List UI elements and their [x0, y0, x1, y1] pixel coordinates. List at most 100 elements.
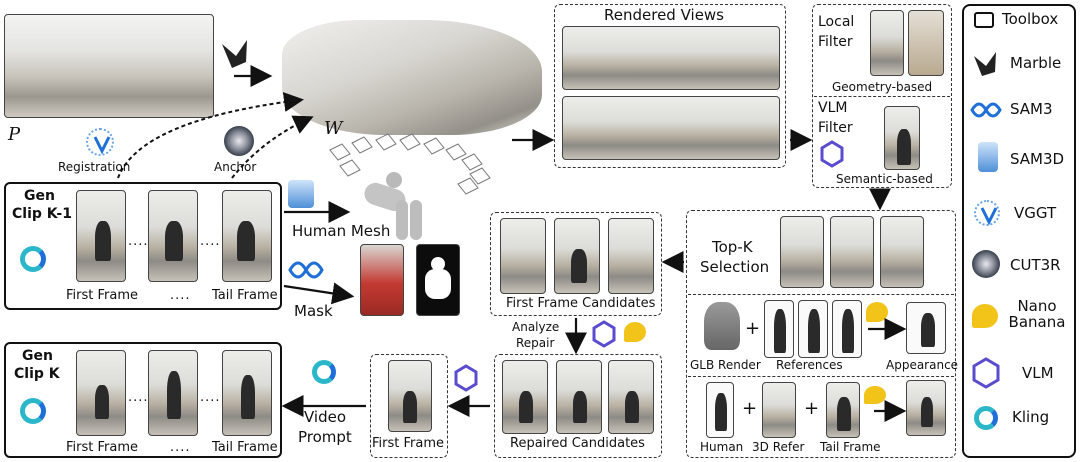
gen-clip-k-dots-c: .... — [170, 440, 191, 455]
reference-1 — [764, 300, 794, 358]
toolbox-item-vlm: VLM — [1022, 364, 1054, 382]
human-row-output-thumb — [906, 380, 946, 436]
world-label: W — [324, 118, 343, 139]
panorama-label: P — [8, 124, 21, 145]
vggt-icon — [86, 128, 114, 156]
reference-2 — [798, 300, 828, 358]
prompt-label: Prompt — [298, 428, 352, 446]
toolbox-item-sam3: SAM3 — [1010, 100, 1053, 118]
topk-title-2: Selection — [700, 258, 770, 276]
toolbox-item-marble: Marble — [1010, 54, 1062, 72]
toolbox-item-cut3r: CUT3R — [1010, 256, 1061, 274]
human-mesh-label: Human Mesh — [292, 222, 391, 240]
local-filter-thumb-1 — [870, 10, 904, 76]
local-filter-thumb-2 — [908, 10, 944, 76]
toolbox-item-kling: Kling — [1012, 408, 1050, 426]
vlm-filter-title-1: VLM — [818, 100, 848, 116]
toolbox-sam3d-icon — [978, 142, 998, 172]
gen-clip-k-frame-3 — [222, 350, 272, 436]
right-divider-1 — [688, 294, 954, 295]
mask-label: Mask — [294, 302, 333, 320]
human-mesh-figure — [356, 172, 426, 240]
repair-label: Repair — [516, 336, 555, 350]
plus-sign-3: + — [804, 398, 820, 419]
right-divider-2 — [688, 376, 954, 377]
banana-icon — [866, 302, 888, 322]
human-label: Human — [700, 440, 744, 454]
plus-sign-2: + — [742, 398, 758, 419]
filters-divider — [814, 96, 950, 97]
gen-clip-prev-frame-2 — [148, 190, 198, 282]
local-filter-title-2: Filter — [818, 34, 853, 50]
candidate-3 — [608, 218, 654, 294]
plus-sign-1: + — [745, 318, 761, 339]
rendered-views-panel — [554, 4, 786, 168]
gen-clip-k-frame-2 — [148, 350, 198, 436]
video-label: Video — [304, 408, 347, 426]
appearance-thumb — [906, 302, 946, 354]
vlm-filter-caption: Semantic-based — [836, 172, 933, 186]
gen-clip-k-frame-1 — [76, 350, 126, 436]
repaired-candidates-panel — [494, 354, 662, 458]
toolbox-item-vggt: VGGT — [1014, 204, 1057, 222]
anchor-label: Anchor — [214, 160, 257, 174]
kling-icon-3 — [20, 398, 46, 424]
gen-clip-prev-title-2: Clip K-1 — [12, 206, 72, 222]
repaired-2 — [556, 360, 602, 434]
world-reconstruction — [282, 20, 542, 135]
filters-panel — [812, 4, 952, 188]
topk-thumb-1 — [780, 216, 824, 288]
human-thumb — [706, 382, 734, 438]
topk-title-1: Top-K — [712, 238, 753, 256]
toolbox-kling-icon — [974, 406, 998, 430]
rendered-view-1 — [562, 26, 780, 90]
tail-thumb — [826, 382, 860, 438]
first-frame-caption: First Frame — [372, 436, 444, 451]
right-pipeline-panel — [686, 210, 956, 458]
gen-clip-prev-panel — [4, 182, 282, 310]
toolbox-banana-icon — [972, 304, 998, 328]
references-label: References — [776, 358, 843, 372]
repaired-3 — [608, 360, 654, 434]
gen-clip-k-tail-frame-label: Tail Frame — [212, 440, 278, 455]
rendered-view-2 — [562, 96, 780, 160]
first-frame-thumb — [388, 360, 432, 432]
analyze-label: Analyze — [512, 320, 560, 334]
local-filter-title-1: Local — [818, 14, 855, 30]
toolbox-vggt-icon — [974, 200, 1000, 226]
repaired-candidates-caption: Repaired Candidates — [510, 436, 645, 451]
refer-label: 3D Refer — [752, 440, 805, 454]
refer-thumb — [762, 382, 796, 438]
local-filter-caption: Geometry-based — [832, 80, 933, 94]
gen-clip-prev-dots-c: .... — [170, 288, 191, 303]
gen-clip-k-dots-a: .... — [128, 390, 149, 405]
gen-clip-prev-tail-frame-label: Tail Frame — [212, 288, 278, 303]
toolbox-item-nano-banana: Nano Banana — [1008, 297, 1066, 331]
gen-clip-prev-dots-b: .... — [200, 234, 221, 249]
kling-icon — [20, 246, 46, 272]
gen-clip-prev-title-1: Gen — [24, 188, 55, 204]
vlm-filter-thumb — [884, 106, 920, 170]
topk-thumb-3 — [880, 216, 924, 288]
rendered-views-title: Rendered Views — [604, 6, 724, 24]
first-frame-candidates-caption: First Frame Candidates — [506, 296, 656, 311]
registration-label: Registration — [58, 160, 131, 174]
gen-clip-k-dots-b: .... — [200, 390, 221, 405]
toolbox-title: Toolbox — [1002, 10, 1059, 28]
toolbox-item-sam3d: SAM3D — [1010, 150, 1065, 168]
cut3r-icon — [224, 126, 254, 156]
toolbox-cut3r-icon — [972, 250, 1000, 278]
topk-thumb-2 — [830, 216, 874, 288]
glb-render-label: GLB Render — [690, 358, 761, 372]
panorama-image — [4, 14, 214, 118]
gen-clip-k-title-1: Gen — [22, 348, 53, 364]
first-frame-panel — [370, 354, 448, 458]
